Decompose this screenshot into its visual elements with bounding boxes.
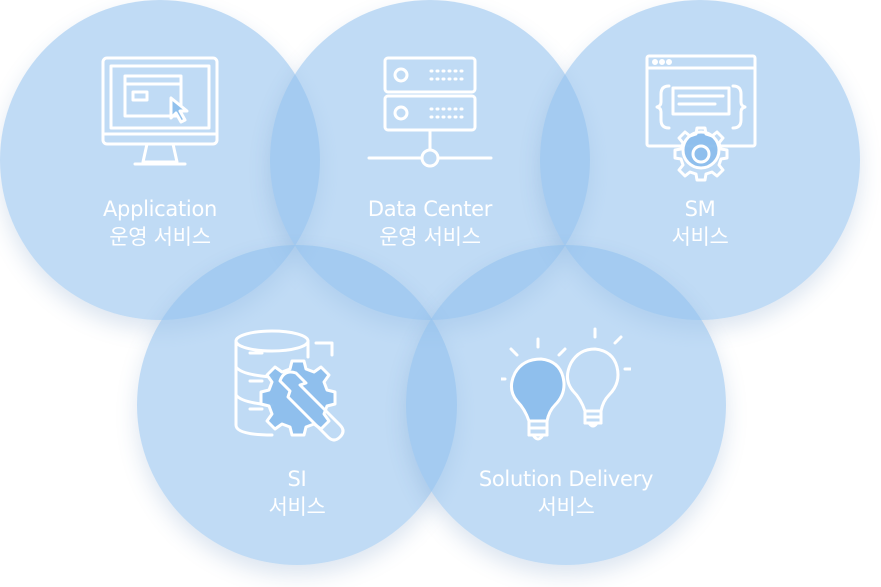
service-title: SI: [287, 467, 307, 491]
code-window-gear-icon: [635, 52, 765, 182]
server-rack-icon: [365, 52, 495, 182]
service-title: SM: [684, 197, 716, 221]
service-data-center: Data Center 운영 서비스: [270, 0, 590, 320]
circle-solution-delivery: [406, 245, 726, 565]
service-subtitle: 운영 서비스: [379, 225, 481, 249]
lightbulbs-icon: [501, 325, 631, 455]
service-subtitle: 서비스: [537, 495, 595, 519]
database-wrench-gear-icon: [232, 325, 362, 455]
service-subtitle: 서비스: [268, 495, 326, 519]
service-sm: SM 서비스: [540, 0, 860, 320]
service-title: Application: [102, 197, 218, 221]
service-si: SI 서비스: [137, 245, 457, 565]
service-application: Application 운영 서비스: [0, 0, 320, 320]
service-subtitle: 서비스: [671, 225, 729, 249]
monitor-cursor-icon: [95, 52, 225, 182]
service-title: Data Center: [367, 197, 493, 221]
service-solution-delivery: Solution Delivery 서비스: [406, 245, 726, 565]
service-subtitle: 운영 서비스: [109, 225, 211, 249]
service-title: Solution Delivery: [478, 467, 654, 491]
